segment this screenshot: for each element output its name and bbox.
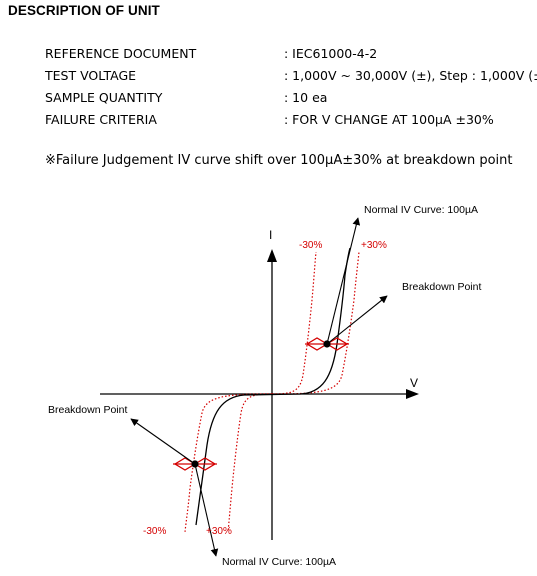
bottom-plus30-label: +30%: [206, 526, 232, 537]
page-heading: DESCRIPTION OF UNIT: [8, 3, 160, 18]
normal-iv-curve: [195, 247, 351, 526]
v-axis-arrowhead: [406, 389, 419, 399]
top-curve-callout-arrow: [326, 217, 361, 345]
spec-label-reference: REFERENCE DOCUMENT: [45, 46, 197, 61]
v-axis-label: V: [410, 376, 418, 390]
spec-label-failure: FAILURE CRITERIA: [45, 112, 157, 127]
breakdown-label-right: Breakdown Point: [402, 281, 481, 293]
bottom-minus30-label: -30%: [143, 526, 166, 537]
bottom-curve-label: Normal IV Curve: 100µA: [222, 556, 336, 568]
top-curve-label: Normal IV Curve: 100µA: [364, 204, 478, 216]
tolerance-curve-minus30-bottom: [184, 393, 273, 533]
tolerance-curve-plus30-top: [271, 251, 360, 395]
breakdown-callout-arrow-right: [326, 295, 388, 345]
breakdown-callout-arrow-left: [130, 418, 196, 465]
spec-label-voltage: TEST VOLTAGE: [45, 68, 137, 83]
top-plus30-label: +30%: [361, 240, 387, 251]
tolerance-curve-minus30-top: [271, 251, 317, 395]
i-axis-label: I: [269, 228, 272, 242]
breakdown-label-left: Breakdown Point: [48, 404, 127, 416]
spec-label-quantity: SAMPLE QUANTITY: [45, 90, 163, 105]
top-minus30-label: -30%: [299, 240, 322, 251]
failure-note: ※Failure Judgement IV curve shift over 1…: [45, 153, 513, 168]
spec-value-failure: : FOR V CHANGE AT 100µA ±30%: [284, 112, 494, 127]
spec-value-quantity: : 10 ea: [284, 90, 328, 105]
i-axis-arrowhead: [267, 249, 277, 262]
tolerance-curve-plus30-bottom: [227, 393, 273, 533]
spec-value-voltage: : 1,000V ~ 30,000V (±), Step : 1,000V (±…: [284, 68, 537, 83]
spec-value-reference: : IEC61000-4-2: [284, 46, 378, 61]
bottom-curve-callout-arrow: [194, 463, 219, 557]
